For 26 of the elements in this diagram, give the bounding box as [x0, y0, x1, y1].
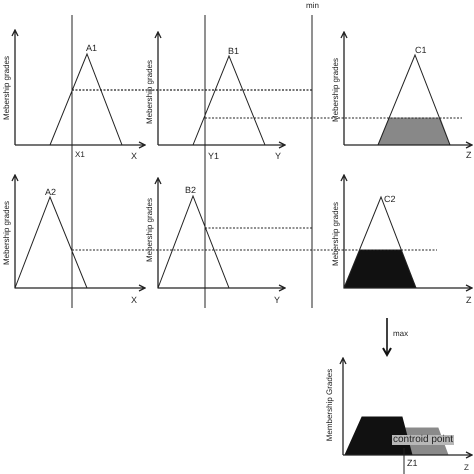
axis-label: X [131, 152, 138, 161]
axis-label: Z [464, 464, 469, 472]
axis-label: Y [274, 296, 280, 305]
axis-title: Mebership grades [3, 200, 11, 266]
set-label: A1 [86, 44, 98, 53]
axis-title: Mebership grades [332, 202, 340, 266]
axis-label: Y [275, 152, 282, 161]
input-value: Y1 [208, 152, 220, 161]
axis-label: X [131, 296, 138, 305]
axis-title: Mebership grades [146, 60, 154, 124]
operator-label: max [393, 330, 408, 338]
axis-label: Z [466, 296, 472, 305]
axis-title: Mebership grades [3, 56, 11, 120]
set-label: B1 [228, 47, 240, 56]
axis-title: Mebership grades [146, 198, 154, 262]
axis-label: Z [466, 151, 472, 160]
set-label: C1 [415, 46, 427, 55]
axis-title: Mebership grades [332, 58, 340, 122]
input-value: X1 [75, 151, 85, 159]
set-label: C2 [384, 195, 396, 204]
axis-title: Membership Grades [326, 368, 334, 442]
point-label: controid point [392, 435, 454, 445]
operator-label: min [306, 2, 319, 10]
set-label: B2 [185, 186, 196, 195]
set-label: A2 [45, 188, 56, 197]
output-value: Z1 [407, 459, 418, 468]
